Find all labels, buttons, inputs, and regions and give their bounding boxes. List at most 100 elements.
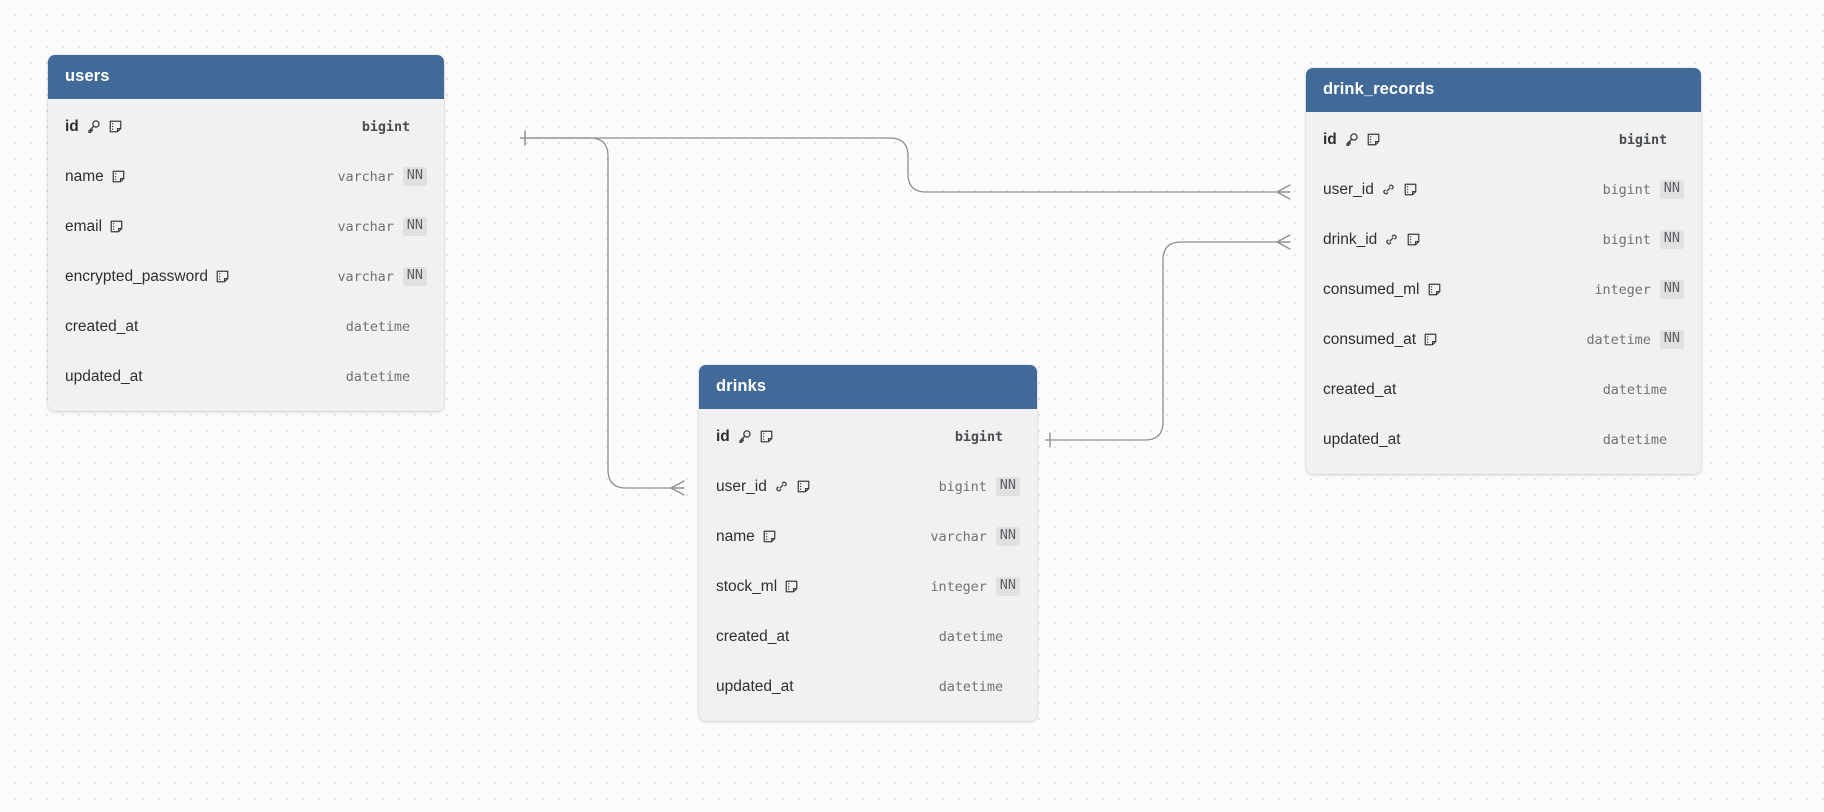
column-meta-cell: datetime [1603,382,1684,398]
column-type-label: datetime [1586,331,1651,348]
not-null-badge: NN [402,267,427,286]
column-type-label: varchar [337,168,394,185]
relationship-users-to-drink_records[interactable] [520,130,1291,200]
column-name-cell: user_id [716,478,811,496]
column-type-label: datetime [1602,381,1667,398]
not-null-badge: NN [1659,180,1684,199]
note-icon [784,579,799,594]
column-name-cell: consumed_at [1323,331,1438,349]
column-name-label: name [65,167,104,185]
column-type-label: bigint [361,118,410,135]
column-type-label: bigint [1618,131,1667,148]
column-meta-cell: varchar NN [338,267,427,286]
key-icon [737,429,752,444]
key-icon [86,119,101,134]
column-meta-cell: bigint [955,429,1020,445]
column-name-cell: drink_id [1323,231,1421,249]
column-name-label: user_id [716,477,767,495]
column-name-label: created_at [716,627,790,645]
column-type-label: integer [1594,281,1651,298]
key-icon [1344,132,1359,147]
table-title-drink_records[interactable]: drink_records [1306,68,1701,112]
column-row[interactable]: updated_at datetime [48,352,444,402]
column-meta-cell: varchar NN [338,167,427,186]
column-type-label: varchar [337,218,394,235]
column-meta-cell: datetime [939,629,1020,645]
column-meta-cell: bigint NN [1603,180,1684,199]
note-icon [111,169,126,184]
column-name-label: drink_id [1323,230,1378,248]
column-name-cell: email [65,218,124,236]
column-row[interactable]: email varchar NN [48,202,444,252]
column-name-label: id [716,427,730,445]
column-type-label: bigint [938,478,987,495]
column-name-label: name [716,527,755,545]
column-row[interactable]: updated_at datetime [699,662,1037,712]
column-type-label: varchar [337,268,394,285]
column-name-cell: name [716,528,777,546]
not-null-badge: NN [1659,330,1684,349]
column-name-cell: created_at [1323,381,1396,399]
column-row[interactable]: name varchar NN [699,512,1037,562]
relationship-drinks-to-drink_records[interactable] [1045,234,1291,448]
note-icon [762,529,777,544]
note-icon [796,479,811,494]
link-icon [1381,182,1396,197]
column-name-cell: stock_ml [716,578,799,596]
column-row[interactable]: created_at datetime [1306,365,1701,415]
column-name-cell: id [65,118,123,136]
note-icon [109,219,124,234]
column-name-label: updated_at [1323,430,1401,448]
note-icon [215,269,230,284]
not-null-badge: NN [402,217,427,236]
column-name-cell: consumed_ml [1323,281,1442,299]
column-meta-cell: varchar NN [338,217,427,236]
column-row[interactable]: created_at datetime [699,612,1037,662]
column-row[interactable]: updated_at datetime [1306,415,1701,465]
note-icon [1403,182,1418,197]
column-name-cell: updated_at [1323,431,1401,449]
column-name-cell: created_at [65,318,138,336]
link-icon [1384,232,1399,247]
column-row[interactable]: consumed_at datetime NN [1306,315,1701,365]
column-row[interactable]: id bigint [48,102,444,152]
column-meta-cell: datetime [939,679,1020,695]
column-name-label: updated_at [716,677,794,695]
relationship-users-to-drinks[interactable] [520,130,685,496]
table-title-drinks[interactable]: drinks [699,365,1037,409]
note-icon [1406,232,1421,247]
column-row[interactable]: id bigint [699,412,1037,462]
not-null-badge: NN [995,527,1020,546]
not-null-badge: NN [402,167,427,186]
column-type-label: bigint [1602,231,1651,248]
note-icon [1366,132,1381,147]
note-icon [1423,332,1438,347]
column-meta-cell: datetime [346,369,427,385]
column-type-label: varchar [930,528,987,545]
column-type-label: datetime [1602,431,1667,448]
column-row[interactable]: user_id bigint NN [1306,165,1701,215]
table-title-users[interactable]: users [48,55,444,99]
column-name-label: consumed_ml [1323,280,1420,298]
column-row[interactable]: name varchar NN [48,152,444,202]
column-type-label: bigint [1602,181,1651,198]
column-name-label: updated_at [65,367,143,385]
column-name-label: created_at [65,317,139,335]
column-name-cell: user_id [1323,181,1418,199]
